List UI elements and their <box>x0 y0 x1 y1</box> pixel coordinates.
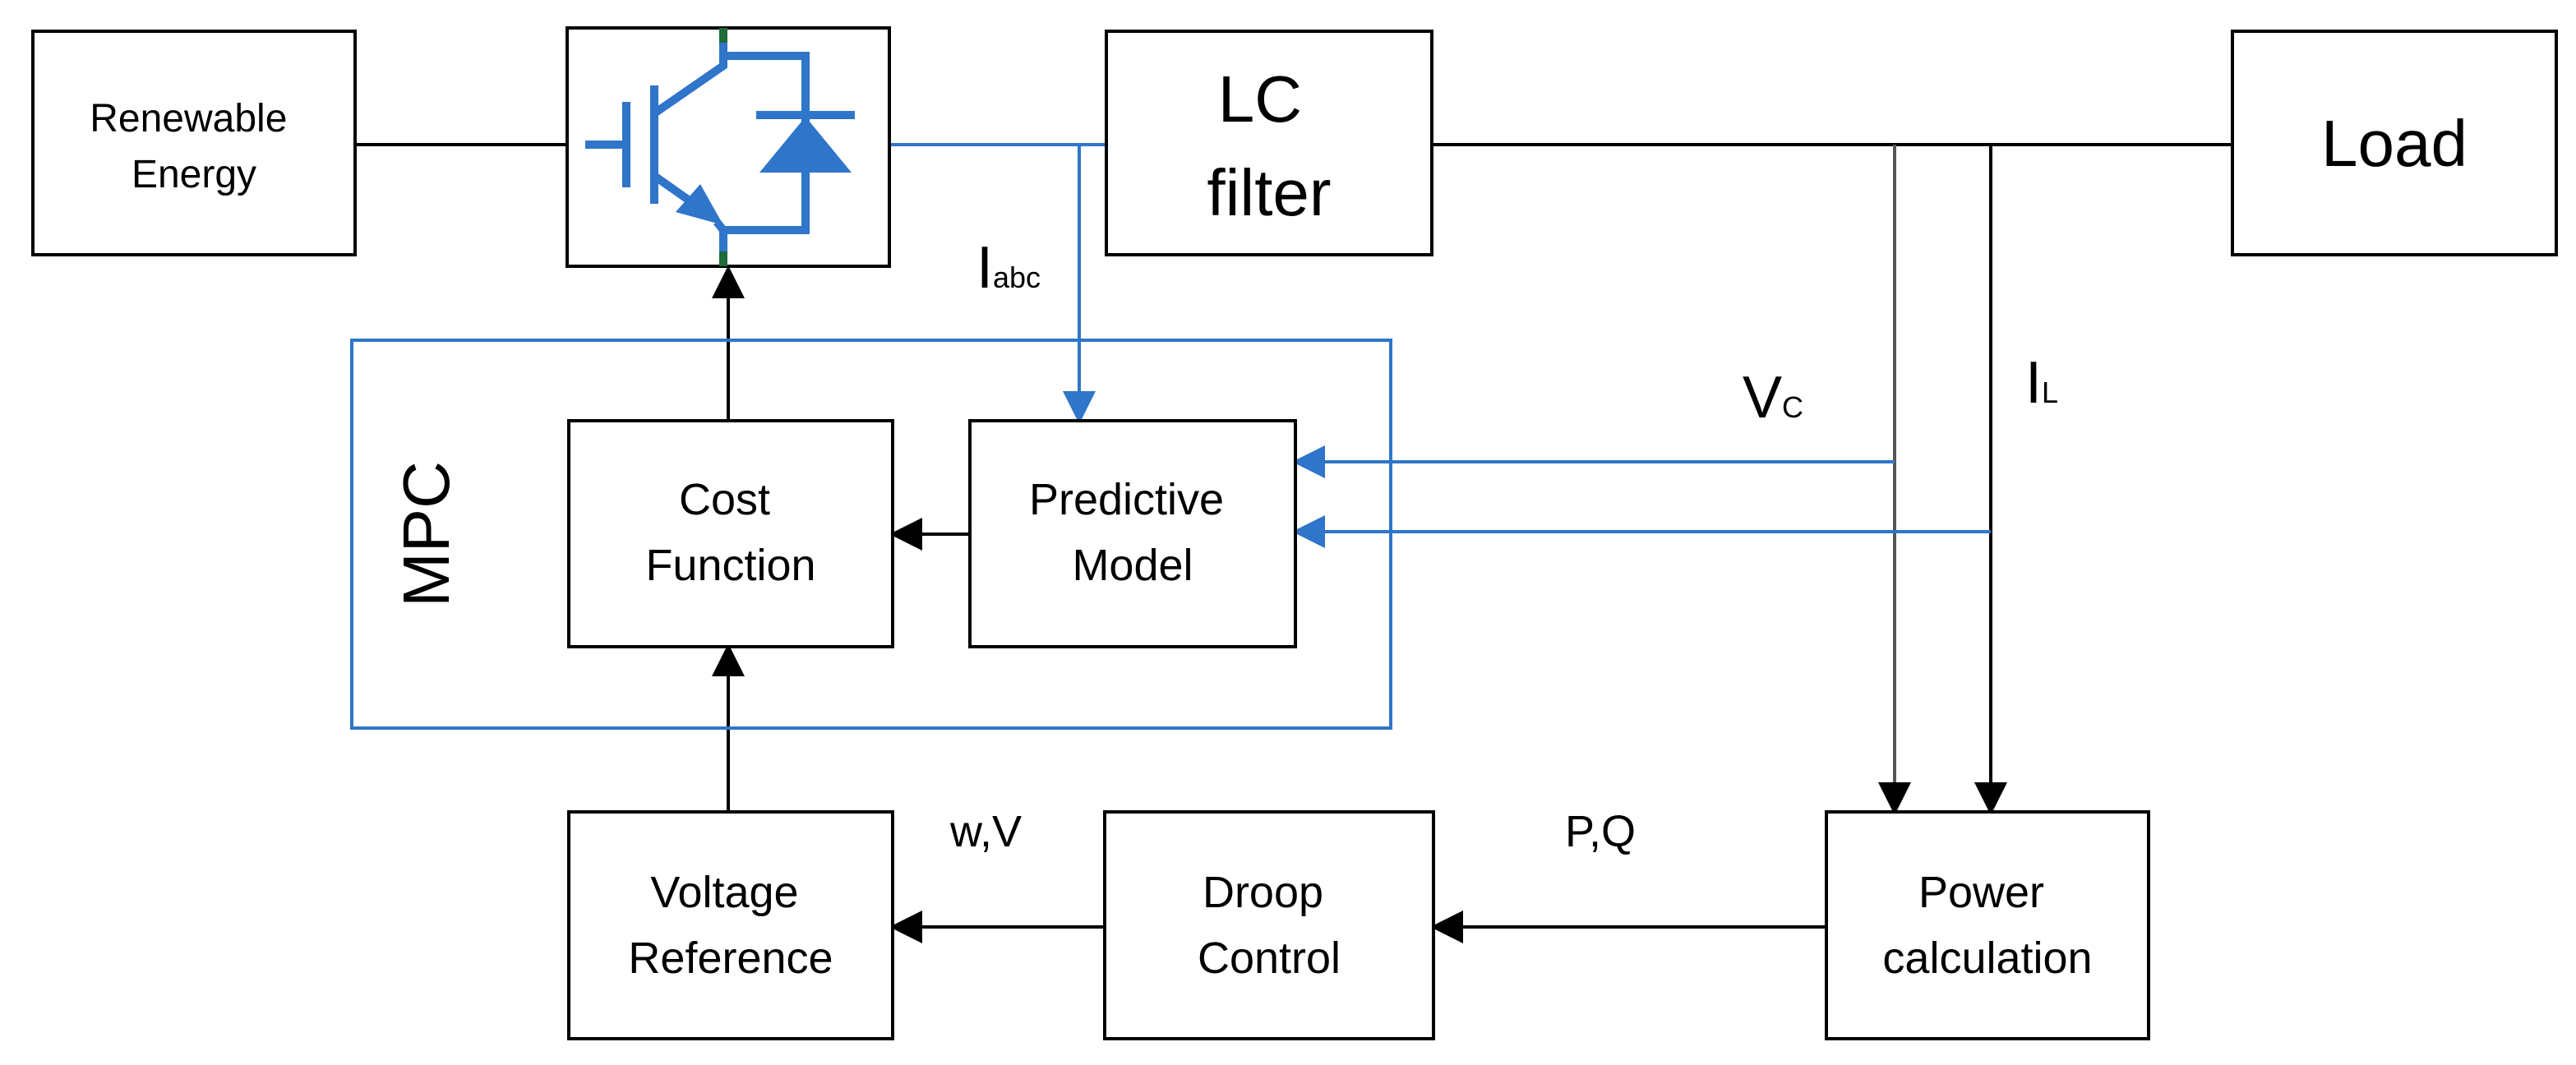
predictive-model-block <box>968 419 1297 648</box>
voltage-reference-block <box>567 810 894 1040</box>
mpc-label: MPC <box>390 461 463 607</box>
load-label: Load <box>2321 107 2468 180</box>
cost-function-label: Cost Function <box>645 475 815 590</box>
pq-signal-label: P,Q <box>1565 807 1636 856</box>
droop-control-label: Droop Control <box>1198 868 1341 983</box>
load-block <box>2231 30 2558 256</box>
lc-filter-block <box>1105 30 1433 256</box>
power-calculation-label: Power calculation <box>1882 868 2092 983</box>
il-signal-label: IL <box>2025 350 2058 416</box>
cost-function-block <box>567 419 894 648</box>
wv-signal-label: w,V <box>949 807 1022 856</box>
power-calculation-block <box>1825 810 2150 1040</box>
renewable-energy-label: Renewable Energy <box>90 97 298 196</box>
voltage-reference-label: Voltage Reference <box>628 868 833 983</box>
mpc-boundary <box>350 339 1392 730</box>
igbt-diode-switch-icon <box>585 28 855 266</box>
iabc-signal-label: Iabc <box>976 235 1041 301</box>
predictive-model-label: Predictive Model <box>1029 475 1236 590</box>
renewable-energy-block <box>31 30 357 256</box>
droop-control-block <box>1103 810 1435 1040</box>
lc-filter-label: LC filter <box>1207 62 1331 229</box>
vc-signal-label: VC <box>1743 365 1803 431</box>
